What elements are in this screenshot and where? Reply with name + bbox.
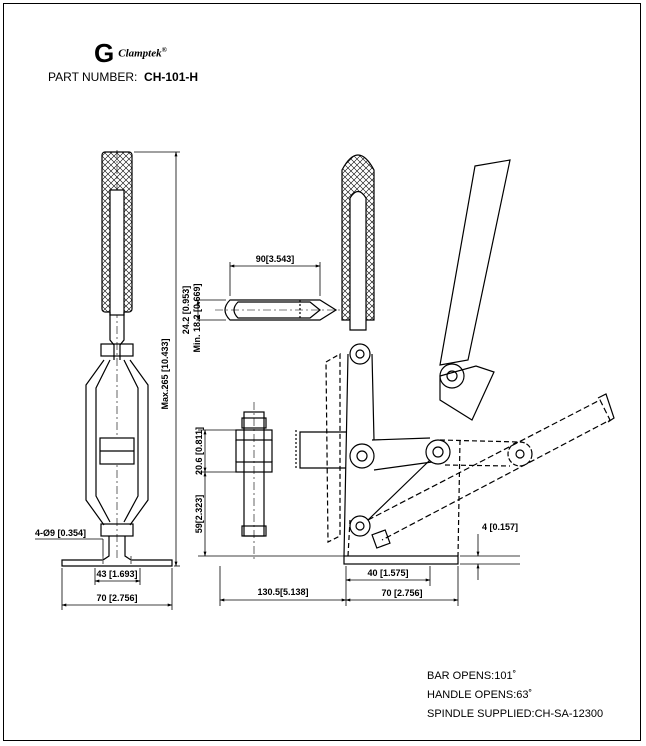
note-bar-opens: BAR OPENS:101˚ <box>427 670 517 682</box>
note-handle-opens: HANDLE OPENS:63˚ <box>427 689 533 701</box>
front-view-dimensions <box>35 151 180 610</box>
registered-mark: ® <box>161 46 167 55</box>
dim-130: 130.5[5.138] <box>257 587 308 597</box>
side-view-dimensions <box>196 262 520 606</box>
dim-hole: 4-Ø9 [0.354] <box>35 528 86 538</box>
dim-max-height: Max.265 [10.433] <box>160 338 170 409</box>
part-number-value: CH-101-H <box>144 70 199 84</box>
dim-70-right: 70 [2.756] <box>381 588 422 598</box>
dim-24: 24.2 [0.953] <box>181 286 191 335</box>
front-view <box>61 150 173 567</box>
dim-18: Min. 18.2 [0.669] <box>192 283 202 352</box>
dim-43: 43 [1.693] <box>96 569 137 579</box>
side-view <box>215 154 615 565</box>
dim-59: 59[2.323] <box>194 495 204 534</box>
brand-name: Clamptek® <box>118 46 167 60</box>
drawing-frame <box>3 3 641 741</box>
spec-notes: BAR OPENS:101˚ HANDLE OPENS:63˚ SPINDLE … <box>427 667 603 724</box>
dim-20: 20.6 [0.811] <box>194 427 204 475</box>
dim-40: 40 [1.575] <box>367 568 408 578</box>
part-number-label: PART NUMBER: <box>48 70 138 84</box>
dim-4: 4 [0.157] <box>482 522 518 532</box>
brand-mark: G <box>94 38 115 68</box>
note-spindle: SPINDLE SUPPLIED:CH-SA-12300 <box>427 708 604 720</box>
part-number: PART NUMBER: CH-101-H <box>48 70 198 84</box>
dim-70-left: 70 [2.756] <box>96 593 137 603</box>
brand-logo: G Clamptek® <box>94 40 167 66</box>
dim-90: 90[3.543] <box>256 254 295 264</box>
